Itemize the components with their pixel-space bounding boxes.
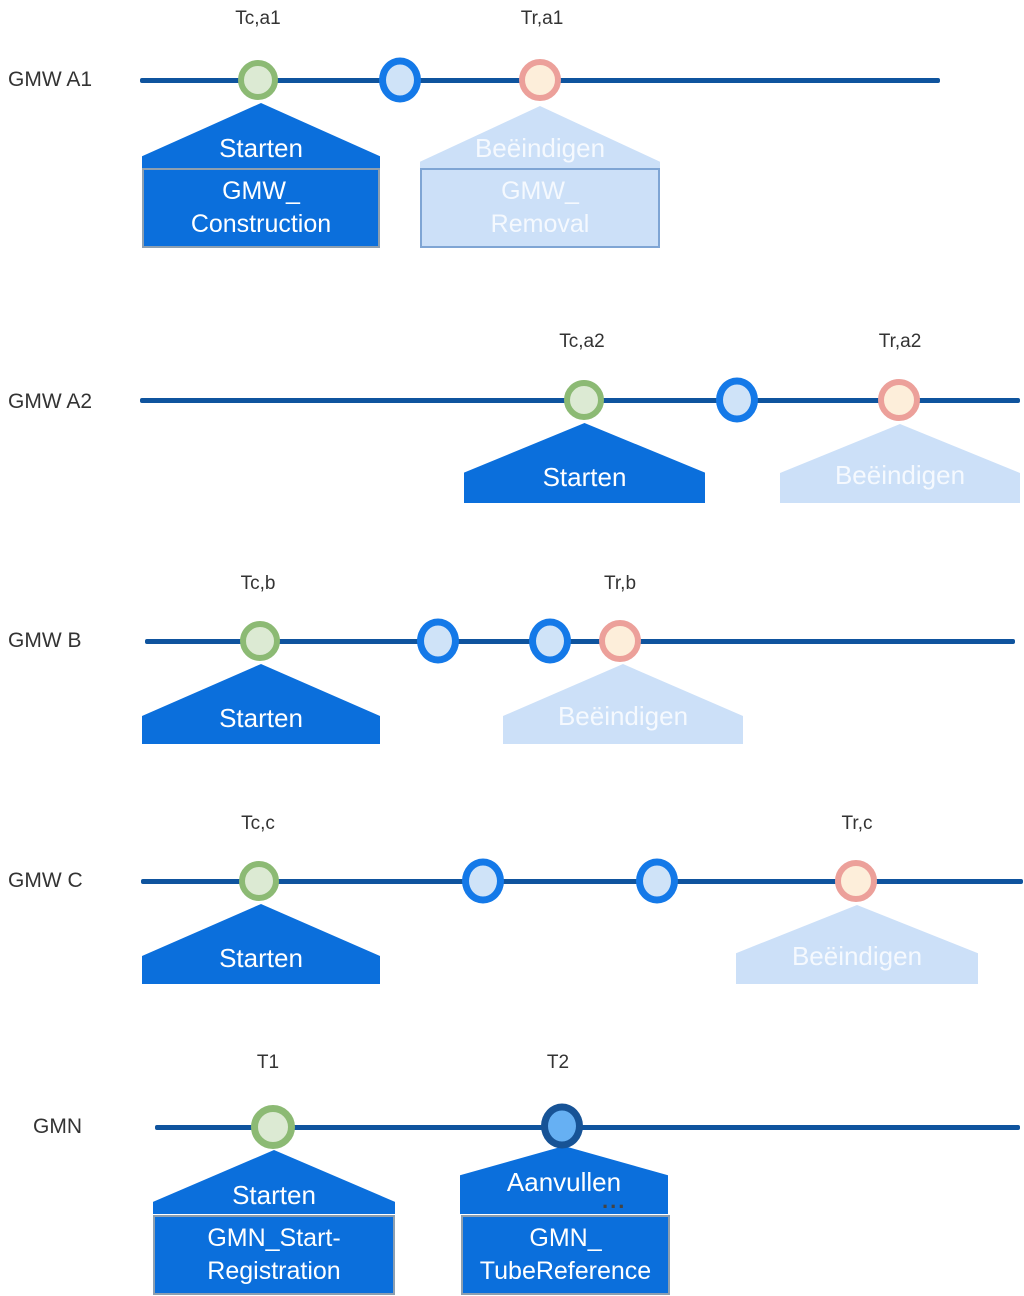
timeline-line — [145, 639, 1015, 644]
time-label-t1: T1 — [256, 1052, 280, 1073]
intermediate-marker — [716, 377, 758, 423]
start-event-name-box: GMN_Start- Registration — [153, 1215, 395, 1295]
start-action-label: Starten — [219, 703, 303, 733]
start-marker — [251, 1105, 295, 1149]
removal-marker — [599, 620, 641, 662]
end-action-shape: Beëindigen — [420, 106, 660, 168]
event-name-line: Construction — [190, 210, 332, 238]
start-marker — [239, 861, 279, 901]
event-name-line: GMN_ — [529, 1224, 602, 1252]
time-label-tc: Tc,a2 — [559, 331, 605, 352]
start-action-shape: Starten — [142, 904, 380, 984]
start-marker — [240, 621, 280, 661]
start-action-shape: Starten — [142, 664, 380, 744]
start-action-shape: Starten — [153, 1150, 395, 1214]
start-action-shape: Starten — [142, 103, 380, 168]
row-label: GMW A2 — [8, 390, 93, 413]
start-action-label: Starten — [542, 462, 627, 492]
end-action-label: Beëindigen — [791, 941, 923, 971]
time-label-tc: Tc,a1 — [235, 8, 281, 29]
start-action-label: Starten — [232, 1180, 316, 1210]
event-name-line: TubeReference — [479, 1257, 652, 1285]
intermediate-marker — [529, 618, 571, 664]
event-name-line: Registration — [207, 1257, 341, 1285]
intermediate-marker — [636, 858, 678, 904]
start-marker — [238, 60, 278, 100]
time-label-tc: Tc,c — [241, 813, 275, 834]
timeline-line — [141, 879, 1023, 884]
removal-marker — [835, 860, 877, 902]
event-name-line: Removal — [490, 210, 590, 238]
tube-reference-marker — [541, 1103, 583, 1149]
intermediate-marker — [417, 618, 459, 664]
aanvullen-action-shape: Aanvullen — [460, 1146, 668, 1214]
end-event-name-box: GMW_ Removal — [420, 168, 660, 248]
time-label-tr: Tr,a1 — [520, 8, 564, 29]
end-action-shape: Beëindigen — [780, 424, 1020, 503]
event-name-line: GMW_ — [501, 177, 579, 205]
end-action-shape: Beëindigen — [736, 905, 978, 984]
intermediate-marker — [462, 858, 504, 904]
end-action-shape: Beëindigen — [503, 664, 743, 744]
end-action-label: Beëindigen — [474, 133, 606, 163]
end-action-label: Beëindigen — [834, 460, 966, 490]
time-label-tr: Tr,b — [603, 573, 637, 594]
removal-marker — [878, 379, 920, 421]
row-label: GMW C — [8, 869, 83, 892]
row-label: GMW B — [8, 629, 82, 652]
intermediate-marker — [379, 57, 421, 103]
event-name-line: GMW_ — [222, 177, 300, 205]
time-label-t2: T2 — [546, 1052, 570, 1073]
end-action-label: Beëindigen — [557, 701, 689, 731]
timeline-line — [155, 1125, 1020, 1130]
row-label: GMW A1 — [8, 68, 93, 91]
start-action-label: Starten — [219, 133, 303, 163]
start-marker — [564, 380, 604, 420]
tube-reference-event-name-box: GMN_ TubeReference — [461, 1215, 670, 1295]
event-name-line: GMN_Start- — [207, 1224, 341, 1252]
start-event-name-box: GMW_ Construction — [142, 168, 380, 248]
time-label-tr: Tr,a2 — [878, 331, 922, 352]
start-action-shape: Starten — [464, 423, 705, 503]
start-action-label: Starten — [219, 943, 303, 973]
time-label-tc: Tc,b — [240, 573, 276, 594]
row-label: GMN — [33, 1115, 82, 1138]
time-label-tr: Tr,c — [841, 813, 873, 834]
aanvullen-action-label: Aanvullen — [506, 1167, 622, 1197]
ellipsis-more-indicator: ... — [602, 1188, 627, 1213]
removal-marker — [519, 59, 561, 101]
